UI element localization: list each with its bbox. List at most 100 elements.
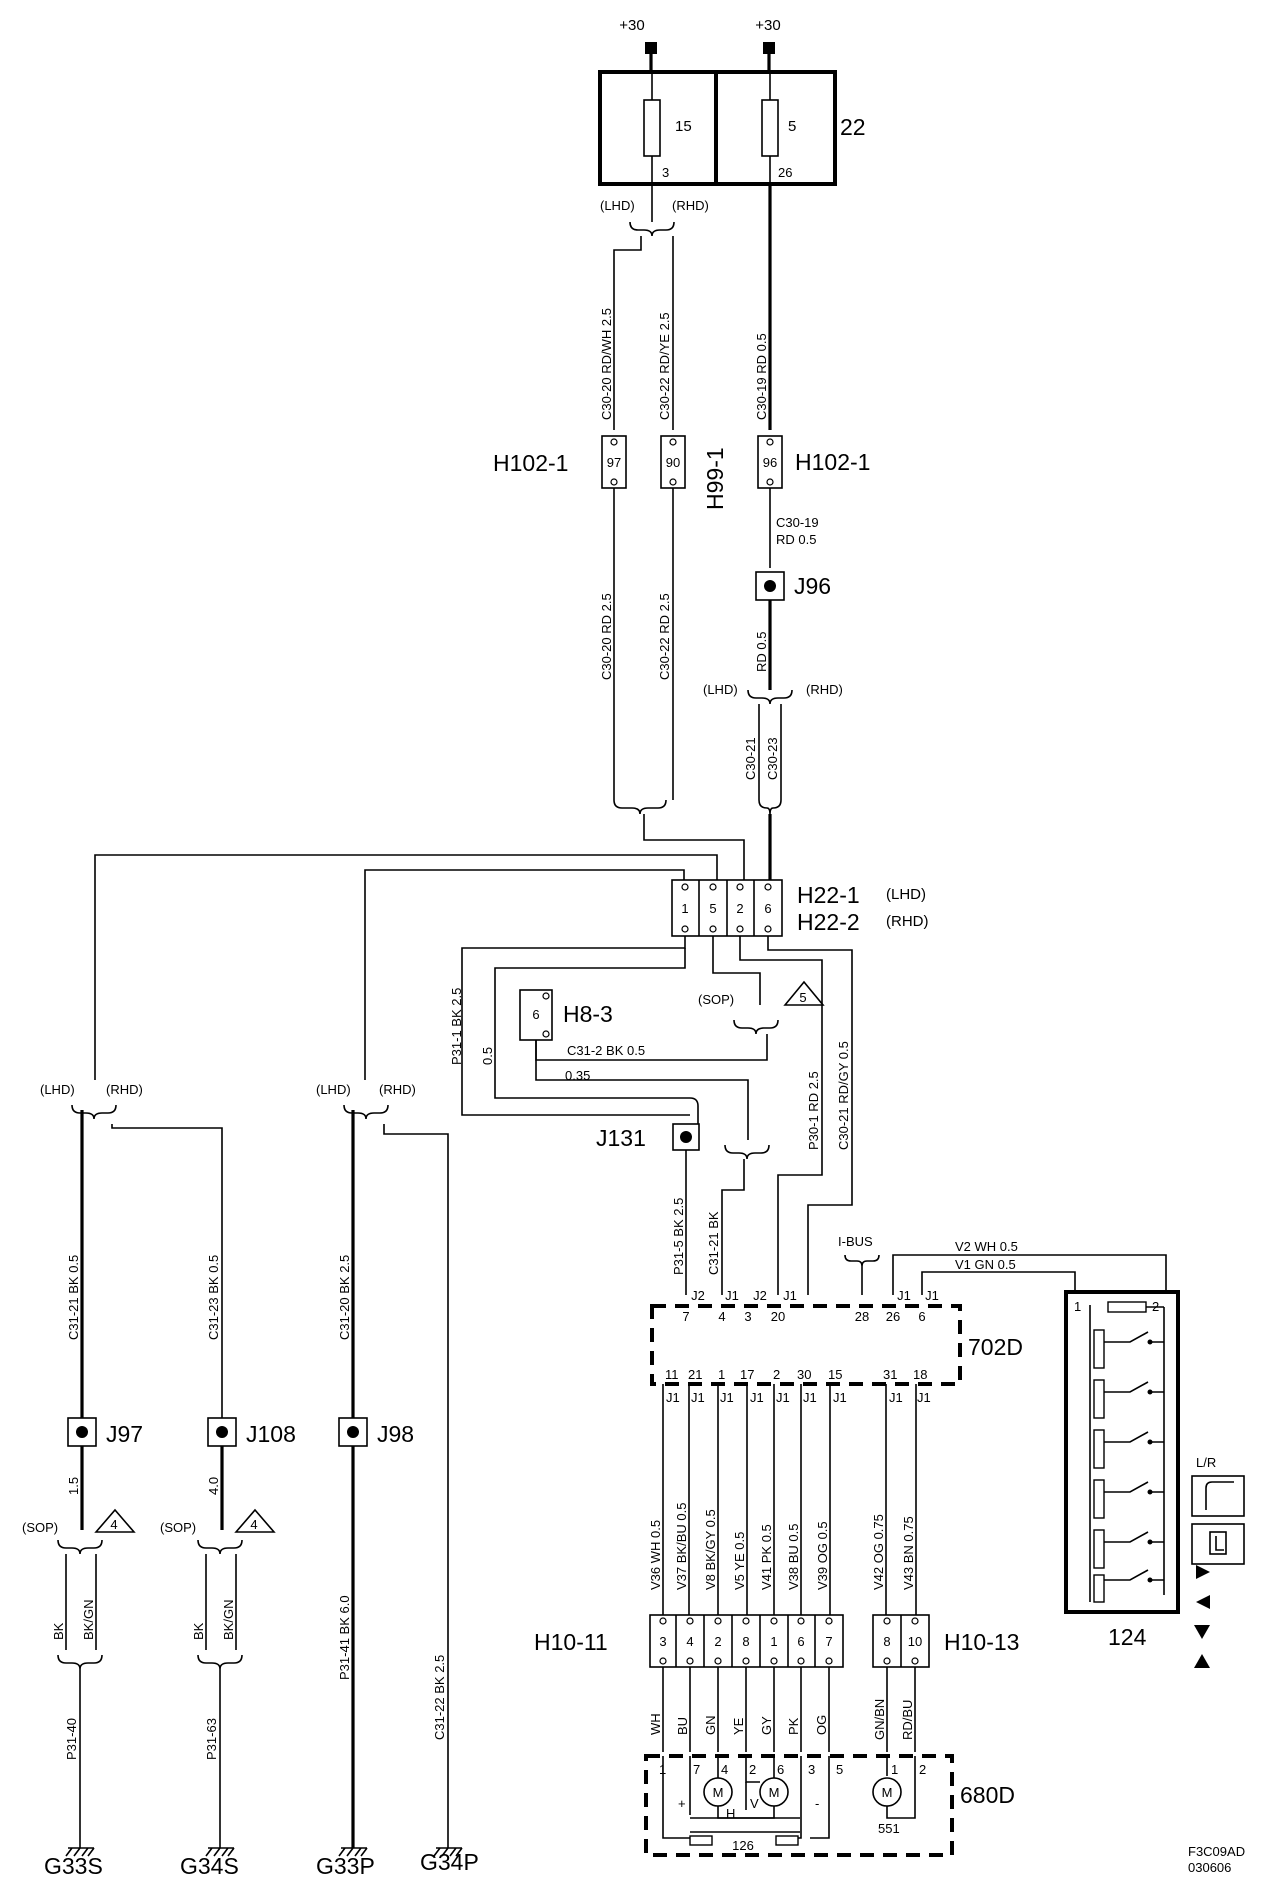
splice-j97: J97 [67, 1417, 143, 1447]
svg-text:GN/BN: GN/BN [872, 1699, 887, 1740]
h102-right-pin: 96 [763, 455, 777, 470]
svg-text:6: 6 [777, 1762, 784, 1777]
svg-text:J1: J1 [917, 1390, 931, 1405]
h99-label: H99-1 [702, 447, 728, 510]
ground-g34s-icon [205, 1847, 235, 1857]
wire-40: 4.0 [206, 1477, 221, 1495]
j96-label: J96 [794, 573, 831, 599]
lower-wires: V36 WH 0.5 V37 BK/BU 0.5 V8 BK/GY 0.5 V5… [648, 1384, 917, 1615]
svg-text:OG: OG [814, 1715, 829, 1735]
ground-g33s-label: G33S [44, 1853, 103, 1878]
h22-pin-5: 5 [709, 901, 716, 916]
wire-bkgn-1: BK/GN [81, 1600, 96, 1640]
variant-rhd-2: (RHD) [806, 682, 843, 697]
svg-text:7: 7 [682, 1309, 689, 1324]
wire-p31-5: P31-5 BK 2.5 [671, 1198, 686, 1275]
wire-v36: V36 WH 0.5 [648, 1520, 663, 1590]
wire-v1: V1 GN 0.5 [955, 1257, 1016, 1272]
svg-text:M: M [713, 1785, 724, 1800]
svg-text:11: 11 [665, 1367, 679, 1382]
lr-label: L/R [1196, 1455, 1216, 1470]
wire-c31-21-bk: C31-21 BK [706, 1211, 721, 1275]
supply-right-label: +30 [755, 17, 780, 34]
wire-c30-20-mid: C30-20 RD 2.5 [599, 593, 614, 680]
h22-label-1-note: (LHD) [886, 886, 926, 903]
svg-text:10: 10 [908, 1634, 922, 1649]
svg-text:J1: J1 [833, 1390, 847, 1405]
potentiometer-v-icon [775, 1835, 799, 1846]
connector-h10-13: 8 10 H10-13 [872, 1614, 1019, 1668]
switch-124-label: 124 [1108, 1624, 1147, 1650]
svg-text:2: 2 [714, 1634, 721, 1649]
j97-label: J97 [106, 1421, 143, 1447]
h22-label-2-note: (RHD) [886, 913, 929, 930]
wire-c30-20-top: C30-20 RD/WH 2.5 [599, 308, 614, 420]
splice-j98: J98 [338, 1417, 414, 1447]
note-4b-label: 4 [250, 1517, 257, 1532]
arrow-right-icon [1196, 1565, 1210, 1579]
h102-left-label: H102-1 [493, 450, 568, 476]
connector-h10-11: 3 4 2 8 1 6 7 H10-11 [534, 1614, 844, 1668]
wire-v42: V42 OG 0.75 [871, 1514, 886, 1590]
svg-text:1: 1 [718, 1367, 725, 1382]
mirror-left-icon [1191, 1475, 1245, 1517]
note-5-label: 5 [799, 990, 806, 1005]
wire-c31-20-ground: C31-20 BK 2.5 [337, 1255, 352, 1340]
wire-bk-1: BK [51, 1622, 66, 1640]
fuse-15 [643, 99, 661, 157]
wire-bk-2: BK [191, 1622, 206, 1640]
svg-text:GY: GY [759, 1716, 774, 1735]
arrow-down-icon [1194, 1625, 1210, 1639]
wire-c31-23-ground: C31-23 BK 0.5 [206, 1255, 221, 1340]
supply-right: +30 [755, 17, 781, 72]
arrow-left-icon [1196, 1595, 1210, 1609]
module-680d: 680D 1 7 4 2 6 3 5 1 2 M M H V + - 126 M [644, 1754, 1015, 1857]
svg-text:PK: PK [786, 1717, 801, 1735]
ground-g33p-label: G33P [316, 1853, 375, 1878]
module-702d-top-pins: 7 4 3 20 28 26 6 J2 J1 J2 J1 J1 J1 [682, 1288, 938, 1324]
arrow-up-icon [1194, 1654, 1210, 1668]
svg-text:31: 31 [883, 1367, 897, 1382]
svg-text:J1: J1 [725, 1288, 739, 1303]
variant-lhd-2: (LHD) [703, 682, 738, 697]
svg-text:3: 3 [659, 1634, 666, 1649]
wire-v5: V5 YE 0.5 [732, 1532, 747, 1590]
wire-05: 0.5 [480, 1047, 495, 1065]
wire-p31-41: P31-41 BK 6.0 [337, 1595, 352, 1680]
svg-text:1: 1 [891, 1762, 898, 1777]
wire-c31-21-ground: C31-21 BK 0.5 [66, 1255, 81, 1340]
svg-text:28: 28 [855, 1309, 869, 1324]
sub-551-label: 551 [878, 1821, 900, 1836]
module-702d-bottom-pins: 11 21 1 17 2 30 15 31 18 J1 J1 J1 J1 J1 … [665, 1367, 931, 1405]
svg-text:M: M [882, 1785, 893, 1800]
sop-label-g2: (SOP) [160, 1520, 196, 1535]
svg-text:J1: J1 [889, 1390, 903, 1405]
wire-v43: V43 BN 0.75 [901, 1516, 916, 1590]
svg-text:7: 7 [693, 1762, 700, 1777]
svg-text:J1: J1 [925, 1288, 939, 1303]
svg-text:3: 3 [808, 1762, 815, 1777]
connector-h8-3: 6 H8-3 [519, 989, 613, 1041]
svg-text:7: 7 [825, 1634, 832, 1649]
svg-text:J1: J1 [776, 1390, 790, 1405]
wire-p30-1: P30-1 RD 2.5 [806, 1071, 821, 1150]
variant-rhd-g1: (RHD) [106, 1082, 143, 1097]
svg-text:J2: J2 [753, 1288, 767, 1303]
plus-sign: + [678, 1796, 686, 1811]
wire-c30-22-mid: C30-22 RD 2.5 [657, 593, 672, 680]
mirror-right-icon [1191, 1523, 1245, 1565]
note-4a-label: 4 [110, 1517, 117, 1532]
svg-text:2: 2 [773, 1367, 780, 1382]
h22-pin-6: 6 [764, 901, 771, 916]
svg-text:6: 6 [918, 1309, 925, 1324]
svg-text:WH: WH [648, 1713, 663, 1735]
wire-v8: V8 BK/GY 0.5 [703, 1509, 718, 1590]
connector-h99: 90 H99-1 [660, 435, 728, 510]
splice-j108: J108 [207, 1417, 296, 1447]
svg-text:J1: J1 [691, 1390, 705, 1405]
sop-label-center: (SOP) [698, 992, 734, 1007]
j131-label: J131 [596, 1125, 646, 1151]
svg-text:M: M [769, 1785, 780, 1800]
connector-h102-left: 97 H102-1 [493, 435, 627, 489]
ground-g33s-icon [65, 1847, 95, 1857]
